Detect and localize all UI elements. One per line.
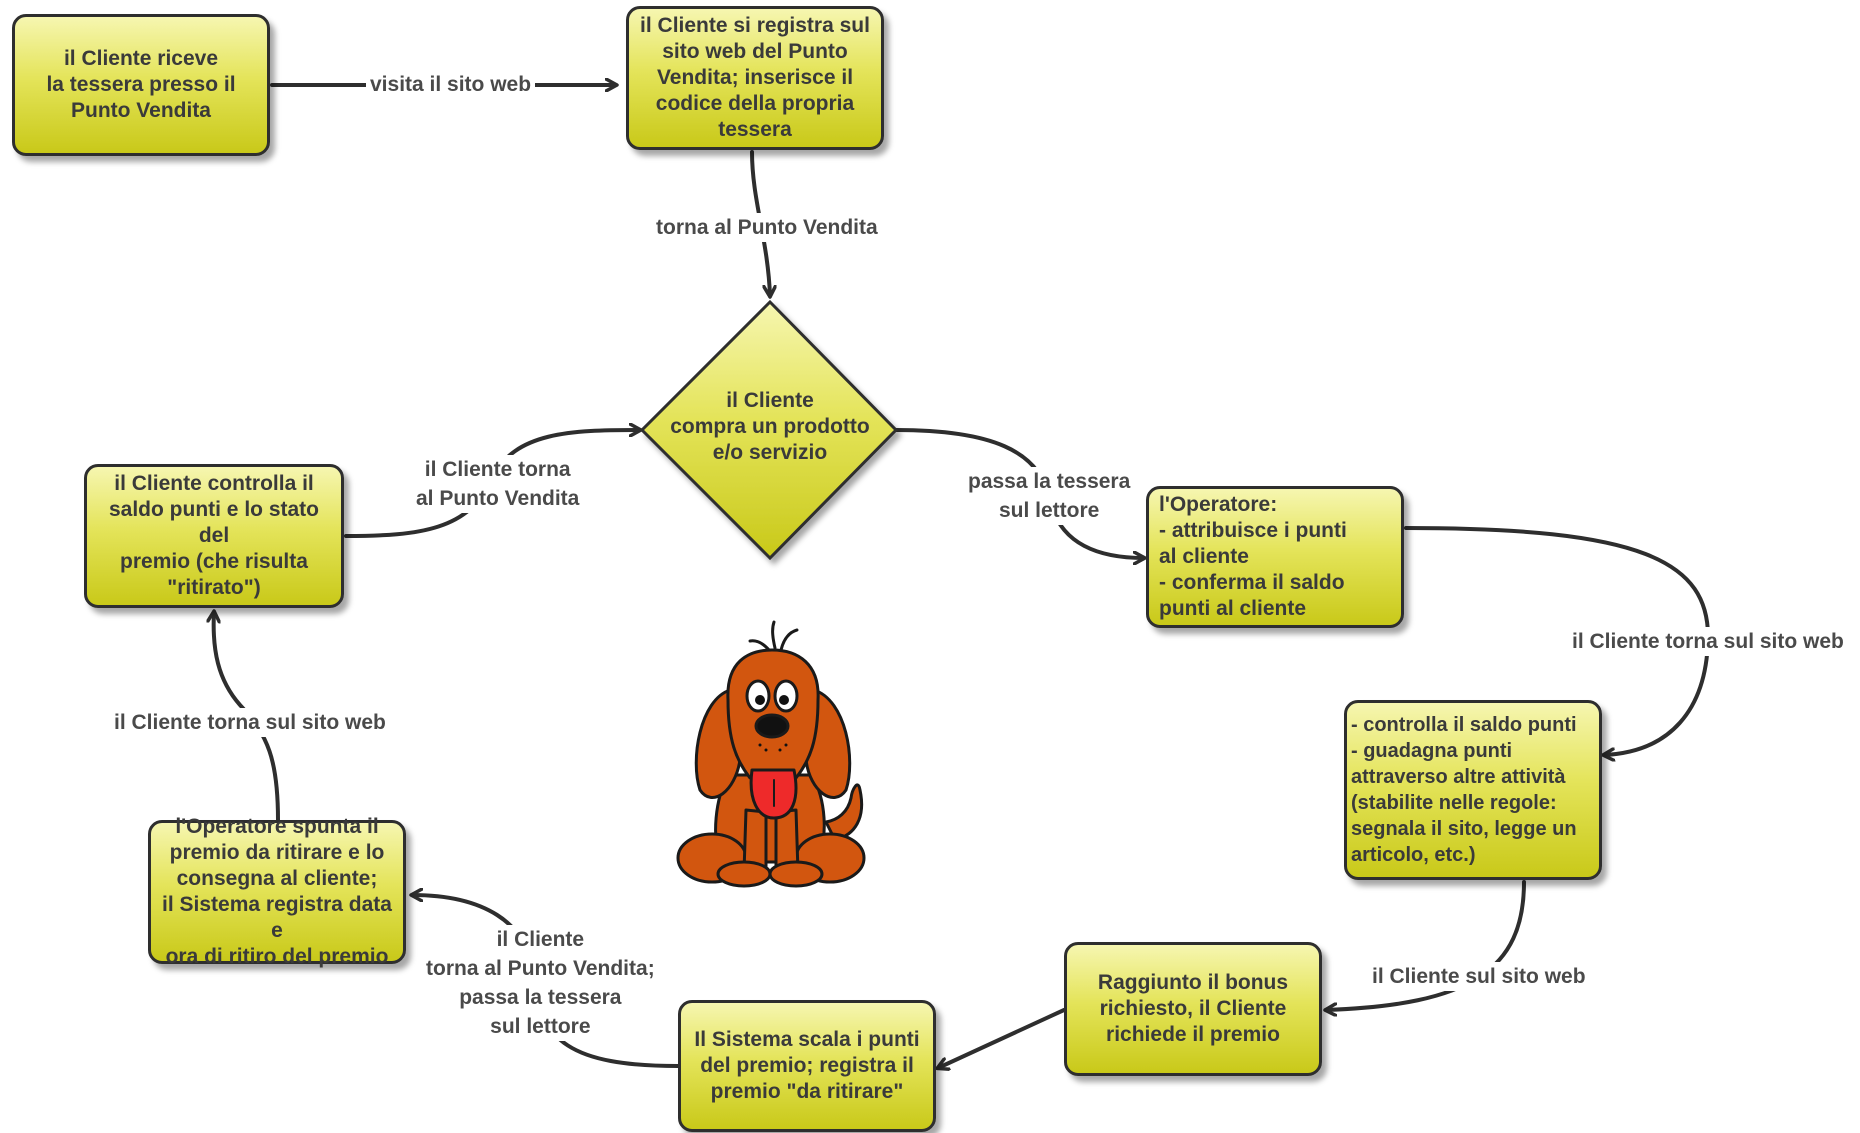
edge-label-back-to-site-1: il Cliente torna sul sito web <box>1568 627 1848 656</box>
edge-back-to-site-1 <box>1404 526 1711 755</box>
edge-bonus-to-system <box>938 1008 1066 1068</box>
node-check-balance: - controlla il saldo punti - guadagna pu… <box>1344 700 1602 880</box>
node-purchase: il Cliente compra un prodotto e/o serviz… <box>670 389 870 464</box>
edge-label-client-returns: il Cliente torna al Punto Vendita <box>412 455 584 513</box>
edge-label-back-to-store: torna al Punto Vendita <box>652 213 882 242</box>
edge-label-on-site: il Cliente sul sito web <box>1368 962 1590 991</box>
cartoon-dog-icon <box>676 620 866 888</box>
edge-label-back-store-swipe: il Cliente torna al Punto Vendita; passa… <box>422 925 659 1041</box>
edge-label-visit-site: visita il sito web <box>366 70 536 99</box>
node-bonus: Raggiunto il bonus richiesto, il Cliente… <box>1064 942 1322 1076</box>
edge-label-swipe-card: passa la tessera sul lettore <box>964 467 1135 525</box>
node-pickup: l'Operatore spunta il premio da ritirare… <box>148 815 406 968</box>
node-register: il Cliente si registra sul sito web del … <box>626 6 884 150</box>
node-system: Il Sistema scala i punti del premio; reg… <box>678 1000 936 1132</box>
node-operator: l'Operatore: - attribuisce i punti al cl… <box>1146 486 1404 628</box>
edge-label-back-to-site-2: il Cliente torna sul sito web <box>110 708 390 737</box>
node-verify: il Cliente controlla il saldo punti e lo… <box>84 464 344 608</box>
decision-diamond <box>639 299 899 561</box>
edge-back-to-site-2 <box>214 612 280 822</box>
node-start: il Cliente riceve la tessera presso il P… <box>12 14 270 156</box>
